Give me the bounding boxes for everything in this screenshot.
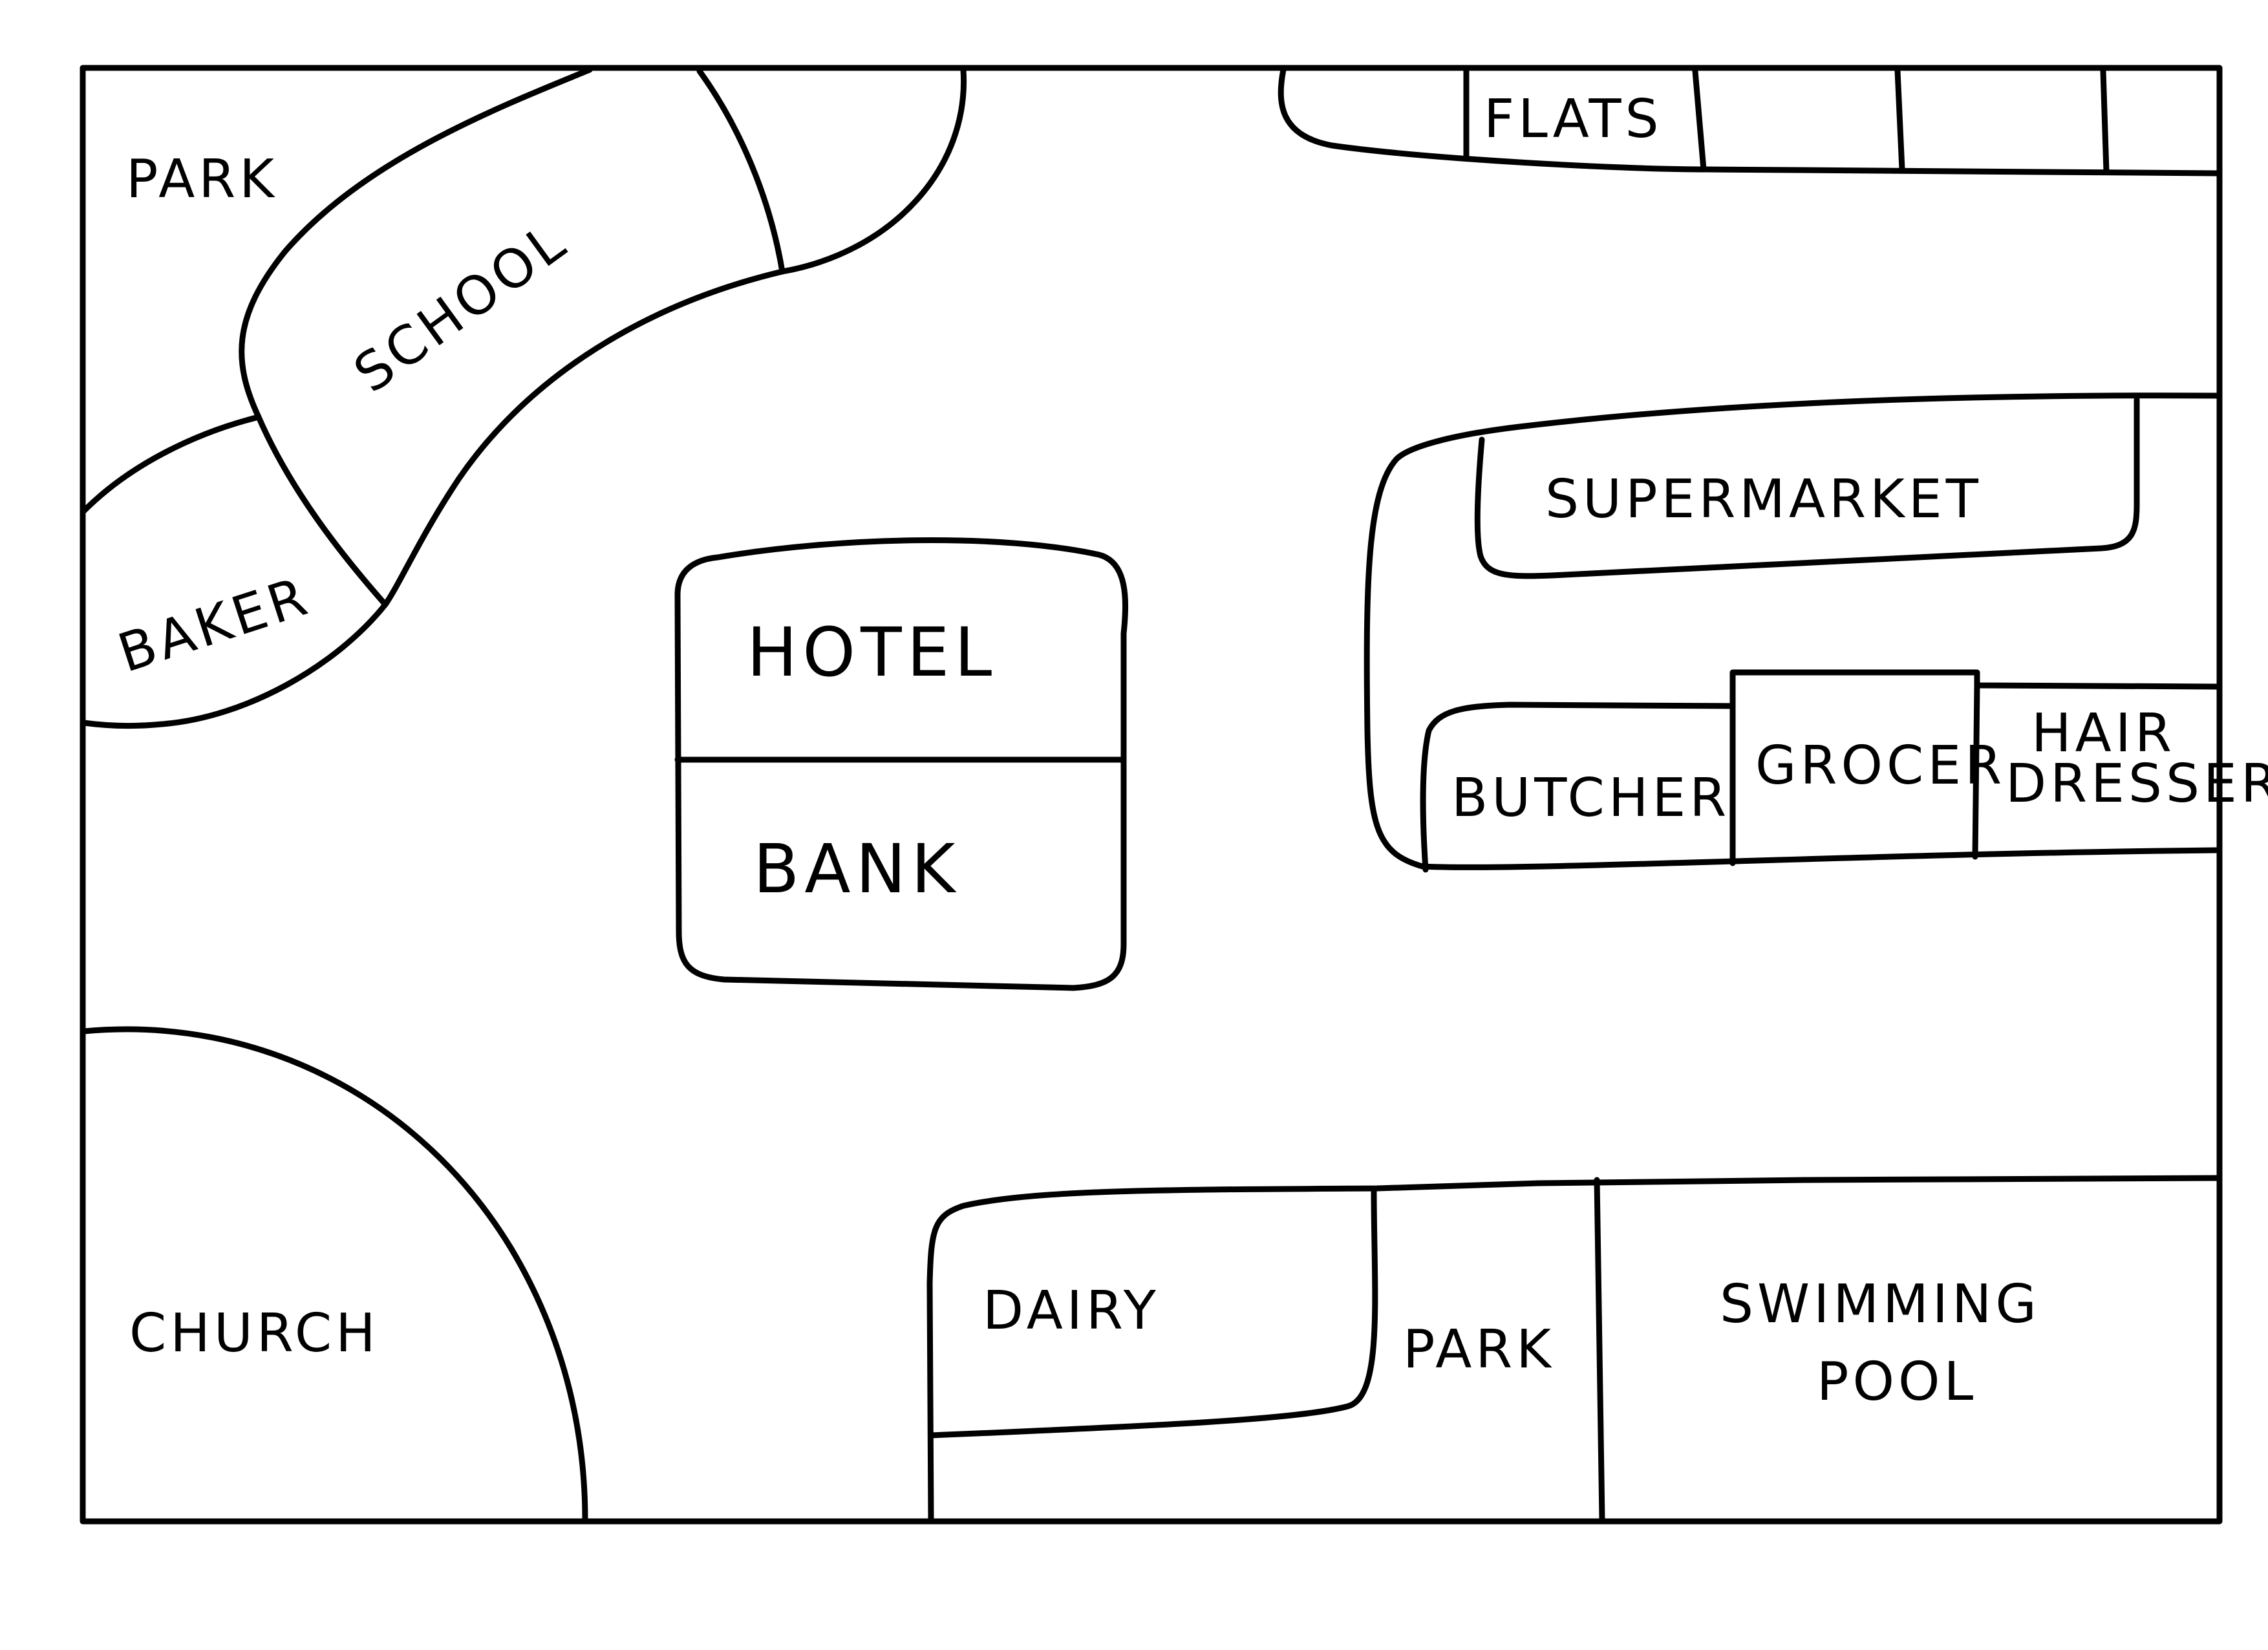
butcher-label: BUTCHER	[1451, 767, 1730, 829]
flats-outline	[1278, 67, 2221, 177]
baker-label: BAKER	[111, 565, 317, 685]
hotel-bank-block	[674, 537, 1128, 991]
church-label: CHURCH	[129, 1303, 380, 1364]
shops-row-outline	[1420, 669, 2221, 873]
school-outline-right	[382, 67, 967, 608]
school-outline-left	[239, 67, 593, 608]
park-pool-divider	[1594, 1177, 1605, 1523]
swimming-pool-label-line1: SWIMMING	[1720, 1274, 2040, 1335]
school-label: SCHOOL	[343, 210, 579, 405]
baker-outline	[81, 414, 389, 729]
hotel-label: HOTEL	[747, 613, 997, 692]
bottom-block-outline	[926, 1175, 2221, 1523]
right-block-outline	[1364, 392, 2221, 870]
school-divider-top	[696, 68, 786, 275]
dairy-label: DAIRY	[983, 1280, 1160, 1342]
grocer-hairdresser-divider	[1972, 682, 1980, 860]
park-bottom-label: PARK	[1403, 1319, 1555, 1380]
dairy-outline	[928, 1186, 1378, 1439]
swimming-pool-label-line2: POOL	[1817, 1351, 1977, 1413]
hairdresser-label-line1: HAIR	[2031, 703, 2176, 764]
bank-label: BANK	[753, 830, 961, 908]
hairdresser-label-line2: DRESSER	[2006, 753, 2268, 815]
grocer-label: GROCER	[1755, 735, 2006, 797]
map-border	[80, 65, 2223, 1525]
flats-divider-2	[1692, 68, 1707, 173]
supermarket-outline	[1474, 396, 2140, 579]
flats-divider-3	[1894, 68, 1905, 173]
flats-divider-4	[2100, 68, 2110, 175]
church-outline	[81, 1026, 588, 1523]
supermarket-label: SUPERMARKET	[1545, 469, 1982, 530]
flats-label: FLATS	[1484, 89, 1663, 150]
park-top-left-label: PARK	[126, 149, 278, 210]
